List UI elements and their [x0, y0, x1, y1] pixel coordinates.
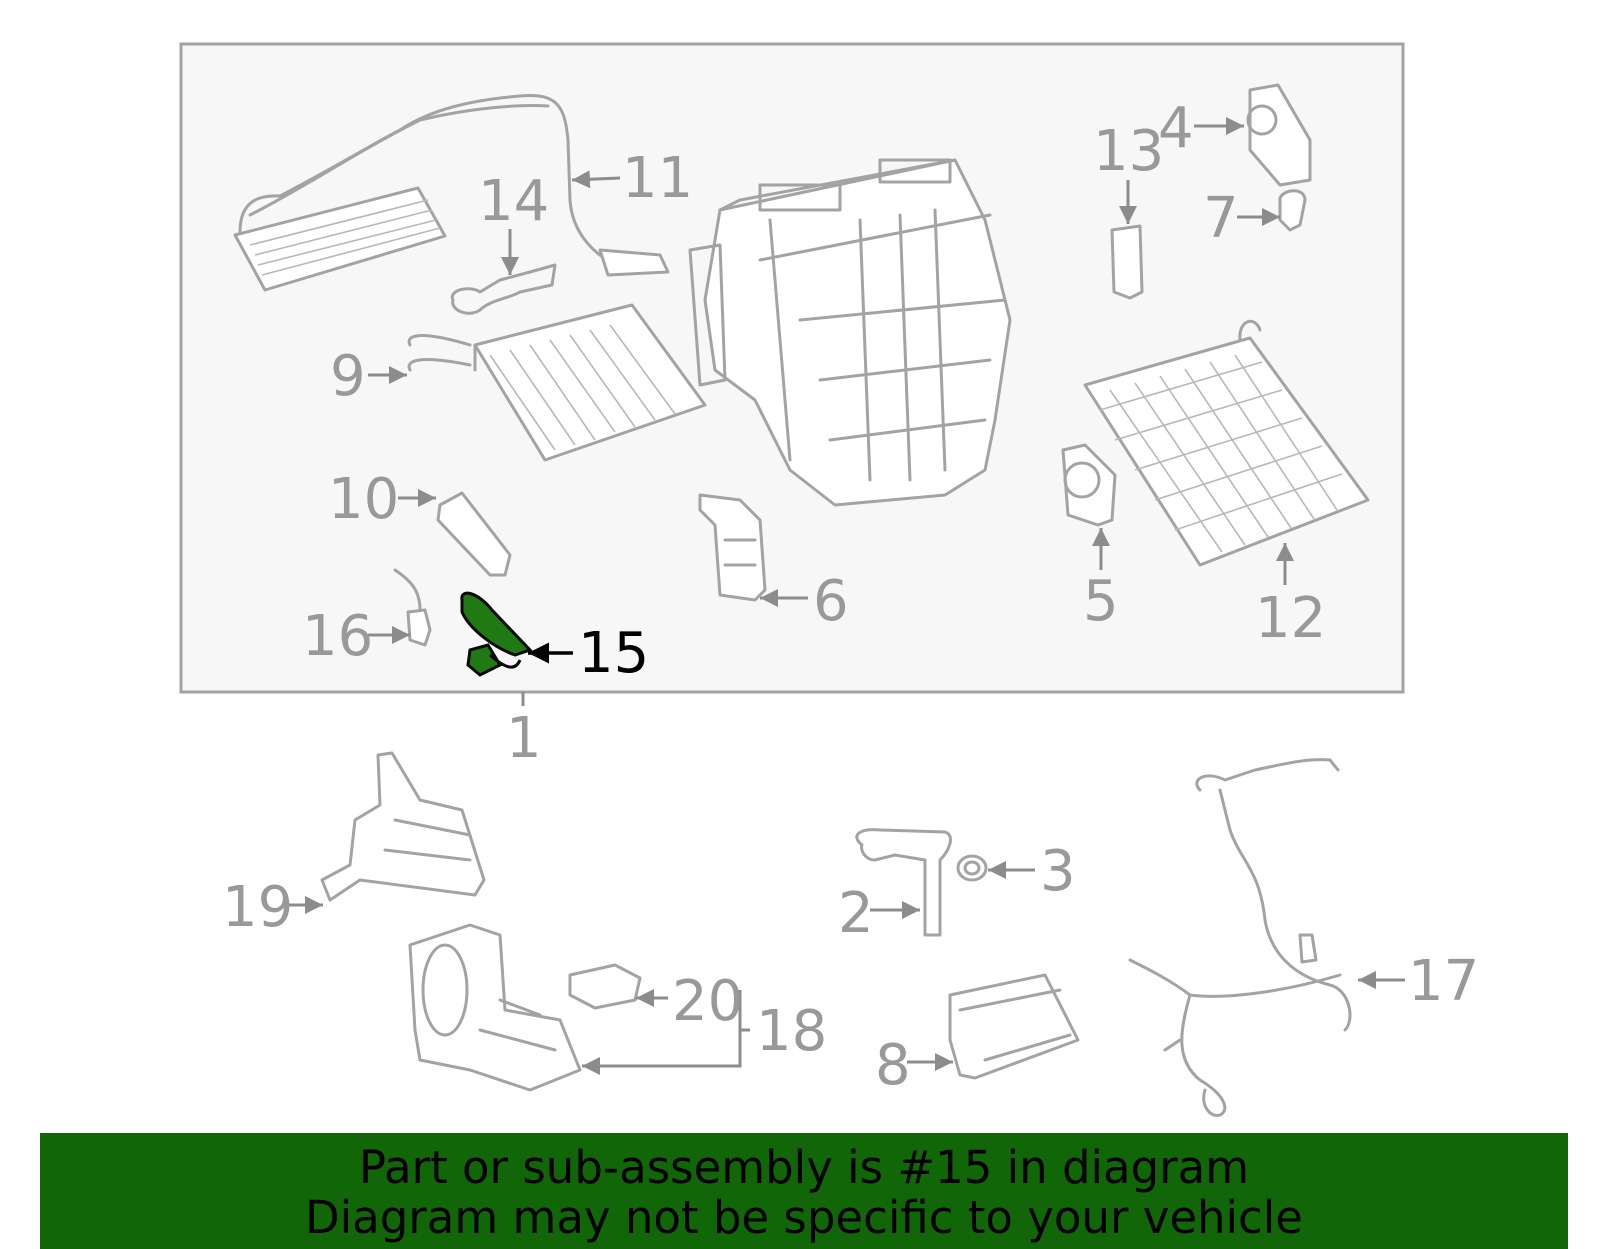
- part-4-motor: [1246, 83, 1312, 187]
- part-19-bracket: [320, 751, 486, 902]
- part-15-highlighted: [460, 591, 533, 677]
- callout-16: 16: [302, 604, 373, 669]
- callout-18: 18: [756, 999, 827, 1064]
- callout-4: 4: [1158, 96, 1194, 161]
- banner-line-2: Diagram may not be specific to your vehi…: [305, 1191, 1303, 1244]
- callout-19: 19: [222, 875, 293, 940]
- callout-12: 12: [1255, 586, 1326, 651]
- part-20-module: [568, 963, 642, 1010]
- callout-5: 5: [1083, 569, 1119, 634]
- callout-14: 14: [478, 169, 549, 234]
- banner-line-1: Part or sub-assembly is #15 in diagram: [358, 1141, 1250, 1194]
- part-12-core: [1083, 319, 1370, 567]
- callout-20: 20: [672, 969, 743, 1034]
- part-2-pipe: [855, 828, 952, 937]
- part-17-harness: [1128, 758, 1352, 1117]
- callout-17: 17: [1408, 949, 1479, 1014]
- callout-6: 6: [813, 569, 849, 634]
- callout-9: 9: [330, 344, 366, 409]
- callout-13: 13: [1093, 119, 1164, 184]
- part-14-sensor: [450, 263, 557, 315]
- info-banner: Part or sub-assembly is #15 in diagram D…: [40, 1133, 1568, 1249]
- part-6-actuator: [698, 493, 767, 602]
- leader-arrows: [285, 117, 1405, 1075]
- part-13-valve: [1110, 224, 1144, 300]
- callout-7: 7: [1203, 186, 1239, 251]
- callout-3: 3: [1040, 839, 1076, 904]
- callout-2: 2: [838, 881, 874, 946]
- part-11-heater-core: [233, 93, 670, 292]
- hvac-case: [688, 158, 1012, 507]
- part-10-sensor: [436, 491, 512, 577]
- part-7-clip: [1278, 189, 1307, 232]
- part-3-oring: [956, 854, 988, 882]
- callout-8: 8: [875, 1033, 911, 1098]
- callout-10: 10: [328, 467, 399, 532]
- callout-1: 1: [506, 706, 542, 771]
- part-5-actuator: [1061, 443, 1117, 527]
- callout-15: 15: [578, 621, 649, 686]
- callout-11: 11: [622, 146, 693, 211]
- part-9-evaporator: [407, 303, 707, 462]
- part-8-control-unit: [948, 973, 1080, 1080]
- part-18-housing: [408, 923, 582, 1092]
